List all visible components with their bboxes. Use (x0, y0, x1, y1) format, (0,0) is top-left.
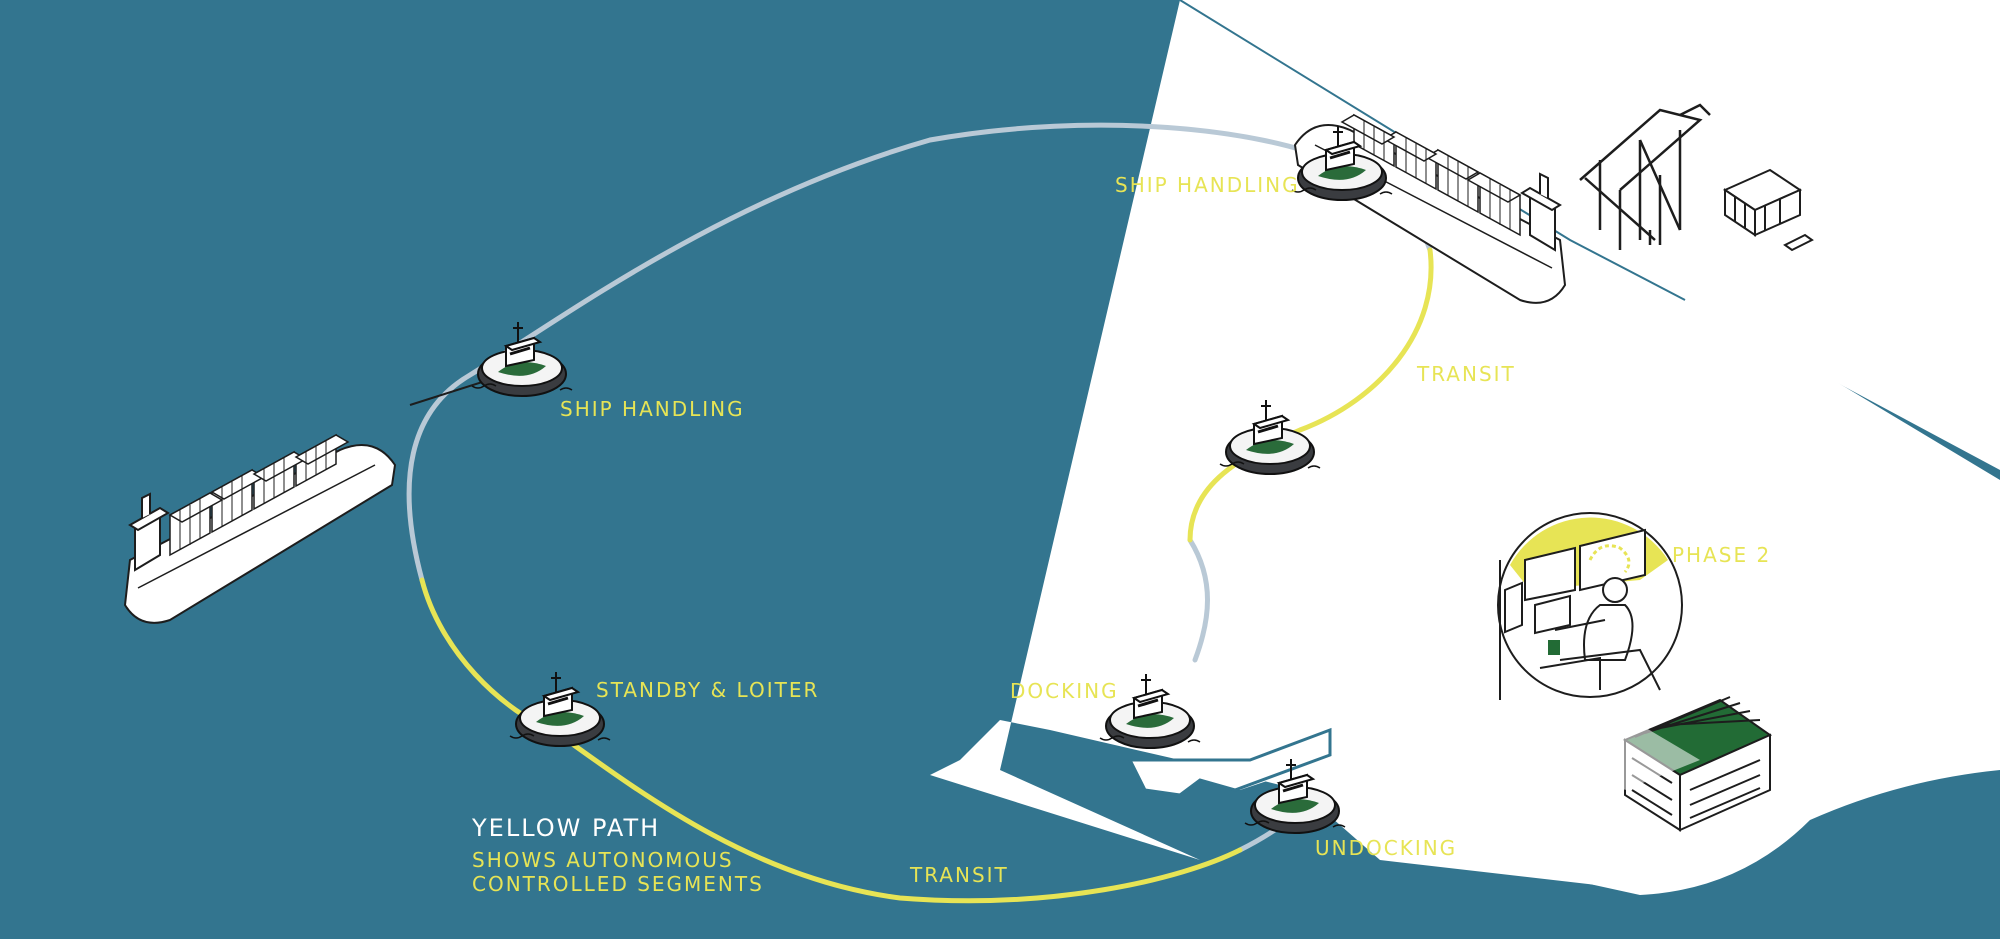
label-ship-handling-top: SHIP HANDLING (1115, 173, 1300, 197)
label-docking: DOCKING (1010, 679, 1119, 703)
container-stack-icon (1722, 168, 1814, 252)
lens-connector (1520, 680, 1700, 790)
label-ship-handling-left: SHIP HANDLING (560, 397, 745, 421)
legend-line-2: CONTROLLED SEGMENTS (472, 872, 764, 896)
legend-title: YELLOW PATH (471, 814, 660, 842)
pier (1127, 727, 1332, 797)
remote-operator-icon (1497, 512, 1683, 700)
label-undocking: UNDOCKING (1315, 836, 1457, 860)
label-transit-right: TRANSIT (1416, 362, 1516, 386)
shoreline-edge (1179, 0, 1686, 301)
label-standby-loiter: STANDBY & LOITER (596, 678, 819, 702)
legend-line-1: SHOWS AUTONOMOUS (472, 848, 734, 872)
label-phase-2: PHASE 2 (1672, 543, 1771, 567)
quay-land (1180, 0, 2000, 470)
label-transit-bottom: TRANSIT (909, 863, 1009, 887)
gantry-crane-icon (1579, 103, 1711, 250)
legend: YELLOW PATH SHOWS AUTONOMOUS CONTROLLED … (471, 814, 764, 896)
